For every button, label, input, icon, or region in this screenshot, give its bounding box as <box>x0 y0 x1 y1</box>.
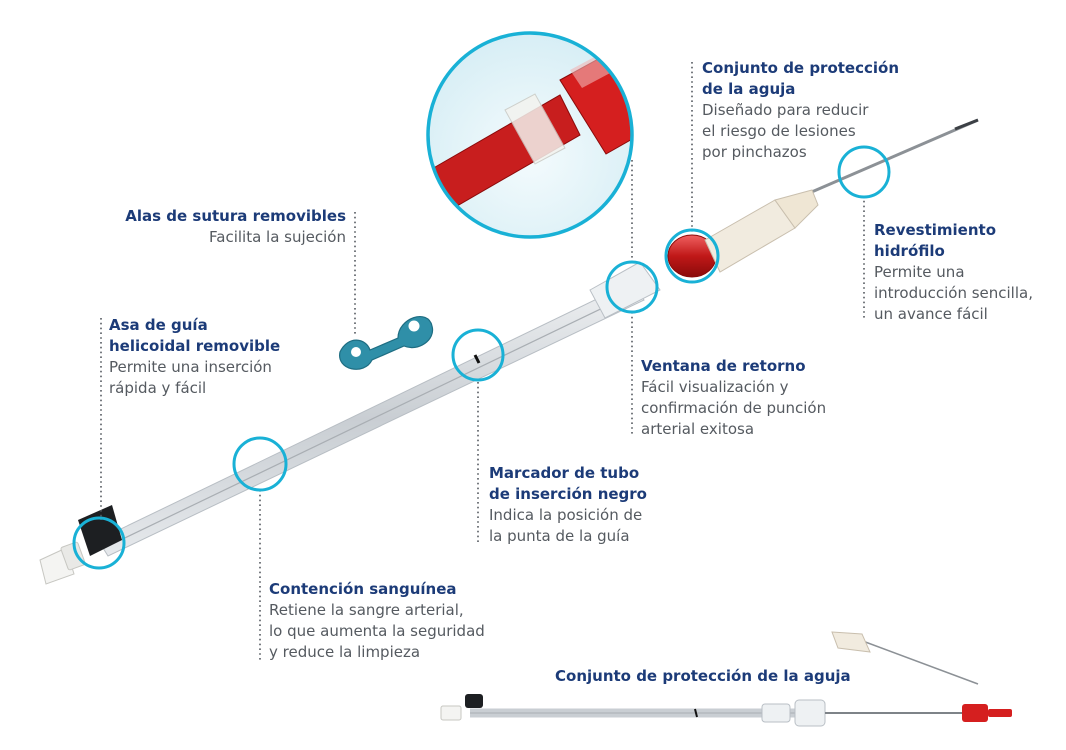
callout-description: Facilita la sujeción <box>209 228 346 246</box>
small-end-cap <box>440 705 462 721</box>
bottom-caption: Conjunto de protección de la aguja <box>555 667 851 685</box>
callout-description: Permite una introducción sencilla, un av… <box>874 263 1033 323</box>
callout-description: Permite una inserción rápida y fácil <box>109 358 272 397</box>
callout-black-marker: Marcador de tubo de inserción negro Indi… <box>489 463 647 547</box>
callout-title: Marcador de tubo de inserción negro <box>489 464 647 503</box>
callout-description: Fácil visualización y confirmación de pu… <box>641 378 827 438</box>
small-red-chamber <box>962 704 988 722</box>
separate-needle <box>859 639 979 685</box>
needle-protection-device-illustration <box>440 631 1012 727</box>
callout-title: Asa de guía helicoidal removible <box>109 316 281 355</box>
ring-flashback-window <box>605 260 659 314</box>
ring-needle-protection <box>664 228 720 284</box>
ring-guidewire-handle <box>72 516 126 570</box>
zoom-detail <box>426 31 634 239</box>
leader-lines <box>100 62 865 660</box>
callout-title: Conjunto de protección de la aguja <box>702 59 900 98</box>
callout-blood-containment: Contención sanguínea Retiene la sangre a… <box>269 579 485 663</box>
small-marker <box>694 708 698 718</box>
small-hub-2 <box>794 699 826 727</box>
callout-title: Revestimiento hidrófilo <box>874 221 997 260</box>
callout-description: Indica la posición de la punta de la guí… <box>489 506 643 545</box>
callout-title: Contención sanguínea <box>269 580 457 598</box>
needle-hub-tip <box>774 189 819 229</box>
small-red-cap <box>988 709 1012 717</box>
callout-hydrophilic-coating: Revestimiento hidrófilo Permite una intr… <box>874 220 1033 325</box>
small-handle <box>465 694 483 708</box>
end-cap-collar <box>60 541 86 571</box>
callout-guidewire-handle: Asa de guía helicoidal removible Permite… <box>109 315 280 399</box>
separate-needle-hub <box>831 631 871 653</box>
needle-tip <box>954 118 979 131</box>
black-marker <box>473 354 481 364</box>
guidewire <box>103 290 639 549</box>
ring-blood-containment <box>232 436 288 492</box>
zoom-ring <box>426 31 634 239</box>
callout-needle-protection: Conjunto de protección de la aguja Diseñ… <box>702 58 899 163</box>
small-hub <box>761 703 791 723</box>
highlight-rings <box>72 145 891 570</box>
callout-title: Alas de sutura removibles <box>125 207 346 225</box>
ring-black-marker <box>451 328 505 382</box>
callout-title: Ventana de retorno <box>641 357 806 375</box>
ring-hydrophilic-coating <box>837 145 891 199</box>
suture-wings-illustration <box>339 316 434 370</box>
clear-hub <box>589 261 661 319</box>
arterial-catheter-illustration <box>39 118 979 585</box>
guidewire-handle <box>78 505 122 556</box>
callout-flashback-window: Ventana de retorno Fácil visualización y… <box>641 356 826 440</box>
zoom-clear-collar <box>504 93 566 165</box>
callout-suture-wings: Alas de sutura removibles Facilita la su… <box>125 206 346 248</box>
callout-description: Diseñado para reducir el riesgo de lesio… <box>702 101 869 161</box>
callout-description: Retiene la sangre arterial, lo que aumen… <box>269 601 485 661</box>
